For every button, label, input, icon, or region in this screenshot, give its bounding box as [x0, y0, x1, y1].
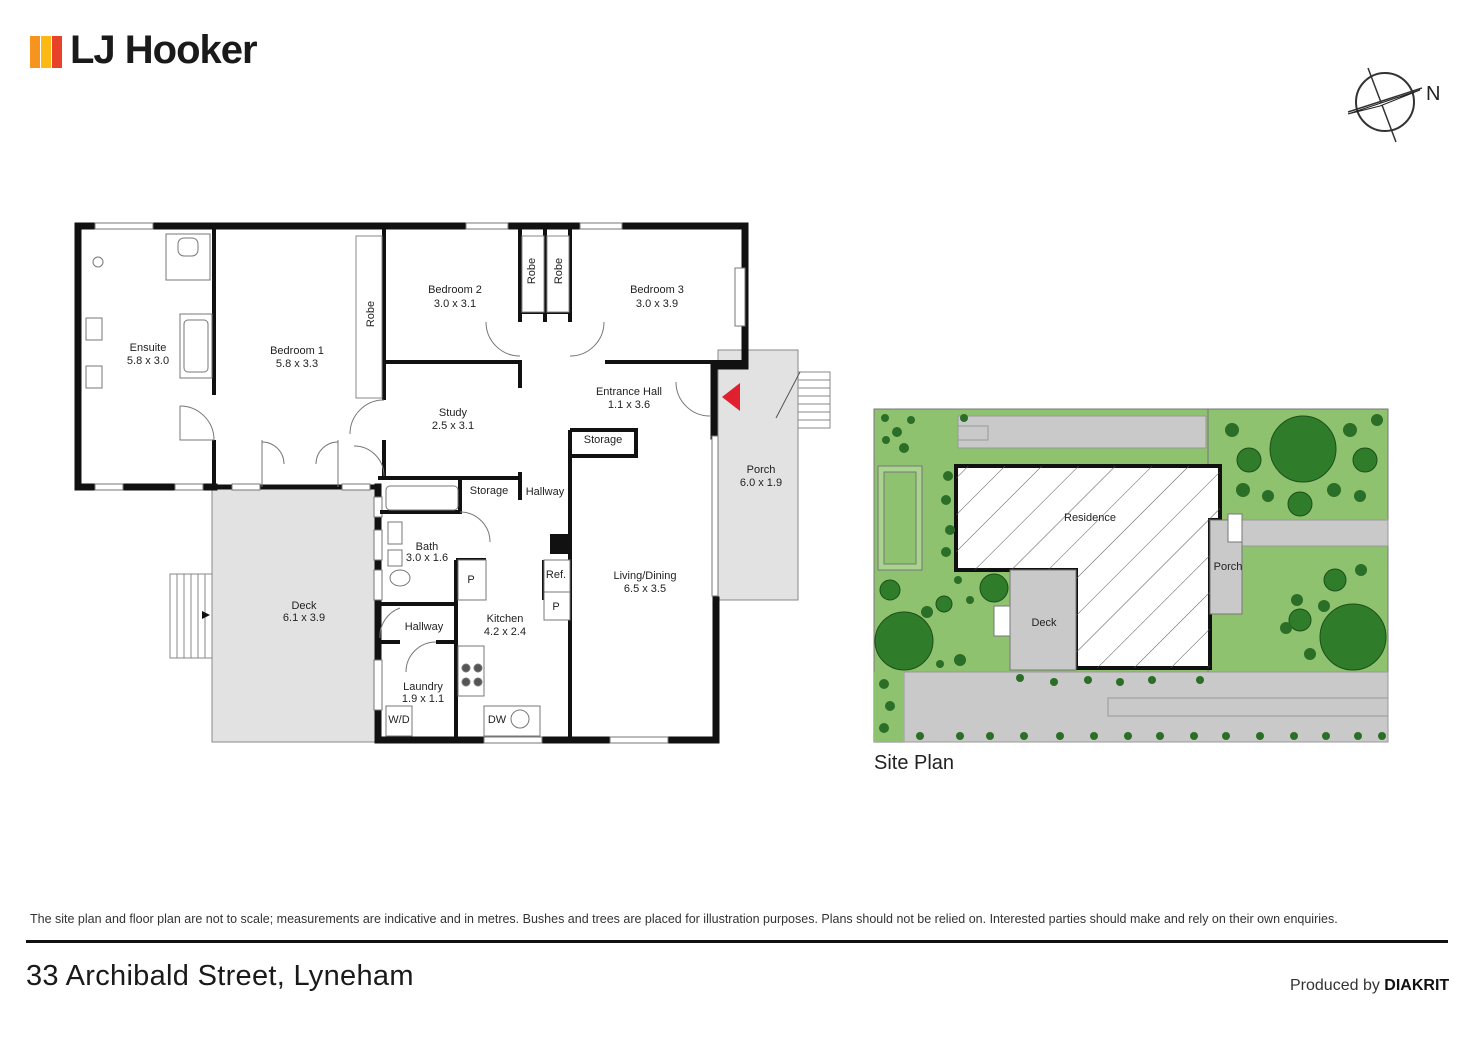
dims-bedroom3: 3.0 x 3.9	[636, 298, 678, 310]
ensuite-fixtures	[85, 233, 213, 389]
label-ref: Ref.	[546, 569, 566, 581]
site-deck	[1009, 569, 1077, 671]
label-bedroom1: Bedroom 1	[270, 345, 324, 357]
bath-fixtures	[385, 485, 459, 587]
label-bedroom3: Bedroom 3	[630, 284, 684, 296]
compass-north-label: N	[1426, 83, 1440, 105]
logo-bar-orange	[30, 36, 40, 68]
windows	[94, 222, 746, 744]
robes	[355, 235, 570, 399]
produced-by-brand: DIAKRIT	[1384, 977, 1450, 994]
label-laundry: Laundry	[403, 681, 443, 693]
label-kitchen: Kitchen	[487, 613, 524, 625]
site-label-residence: Residence	[1064, 512, 1116, 524]
site-label-porch: Porch	[1214, 561, 1243, 573]
dims-bedroom2: 3.0 x 3.1	[434, 298, 476, 310]
site-plan-caption: Site Plan	[874, 752, 955, 774]
deck-area	[211, 487, 379, 743]
label-bath: Bath	[416, 541, 439, 553]
label-dw: DW	[488, 714, 507, 726]
label-porch: Porch	[747, 464, 776, 476]
property-address: 33 Archibald Street, Lyneham	[26, 960, 414, 992]
label-pantry-1: P	[467, 574, 474, 586]
dims-bedroom1: 5.8 x 3.3	[276, 358, 318, 370]
label-storage-entrance: Storage	[584, 434, 623, 446]
label-robe-bedroom2: Robe	[526, 258, 538, 284]
logo-bar-red	[52, 36, 62, 68]
label-robe-bedroom3: Robe	[553, 258, 565, 284]
door-swings	[179, 321, 711, 673]
site-path-top	[957, 415, 1207, 449]
room-labels: Ensuite 5.8 x 3.0 Bedroom 1 5.8 x 3.3 Be…	[127, 258, 782, 726]
footer-divider	[26, 940, 1448, 943]
produced-by-prefix: Produced by	[1290, 977, 1380, 994]
label-pantry-2: P	[552, 601, 559, 613]
label-hallway-laundry: Hallway	[405, 621, 444, 633]
label-deck: Deck	[291, 600, 317, 612]
site-bushes	[879, 414, 1386, 740]
dims-living: 6.5 x 3.5	[624, 583, 666, 595]
dims-deck: 6.1 x 3.9	[283, 612, 325, 624]
label-wd: W/D	[388, 714, 409, 726]
site-trees	[874, 415, 1387, 671]
label-ensuite: Ensuite	[130, 342, 167, 354]
site-plan: Residence Porch Deck	[873, 408, 1389, 743]
produced-by: Produced by DIAKRIT	[1290, 977, 1449, 995]
brand-logo-mark	[30, 36, 64, 68]
dims-bath: 3.0 x 1.6	[406, 552, 448, 564]
logo-bar-yellow	[41, 36, 51, 68]
kitchen-column	[550, 534, 570, 554]
label-hallway-main: Hallway	[526, 486, 565, 498]
compass-icon: N	[1347, 67, 1440, 143]
dims-entrance: 1.1 x 3.6	[608, 399, 650, 411]
label-storage-hall: Storage	[470, 485, 509, 497]
porch-steps	[775, 371, 831, 429]
label-bedroom2: Bedroom 2	[428, 284, 482, 296]
label-robe-bedroom1: Robe	[365, 301, 377, 327]
dims-laundry: 1.9 x 1.1	[402, 693, 444, 705]
dims-study: 2.5 x 3.1	[432, 420, 474, 432]
brand-logo-text: LJ Hooker	[70, 28, 258, 72]
label-study: Study	[439, 407, 468, 419]
site-label-deck: Deck	[1031, 617, 1057, 629]
dims-ensuite: 5.8 x 3.0	[127, 355, 169, 367]
dims-kitchen: 4.2 x 2.4	[484, 626, 526, 638]
entry-arrow-icon	[722, 383, 740, 411]
dims-porch: 6.0 x 1.9	[740, 477, 782, 489]
label-living: Living/Dining	[614, 570, 677, 582]
label-entrance: Entrance Hall	[596, 386, 662, 398]
kitchen-fixtures	[385, 559, 571, 737]
disclaimer-text: The site plan and floor plan are not to …	[30, 912, 1338, 926]
deck-steps	[169, 573, 213, 659]
